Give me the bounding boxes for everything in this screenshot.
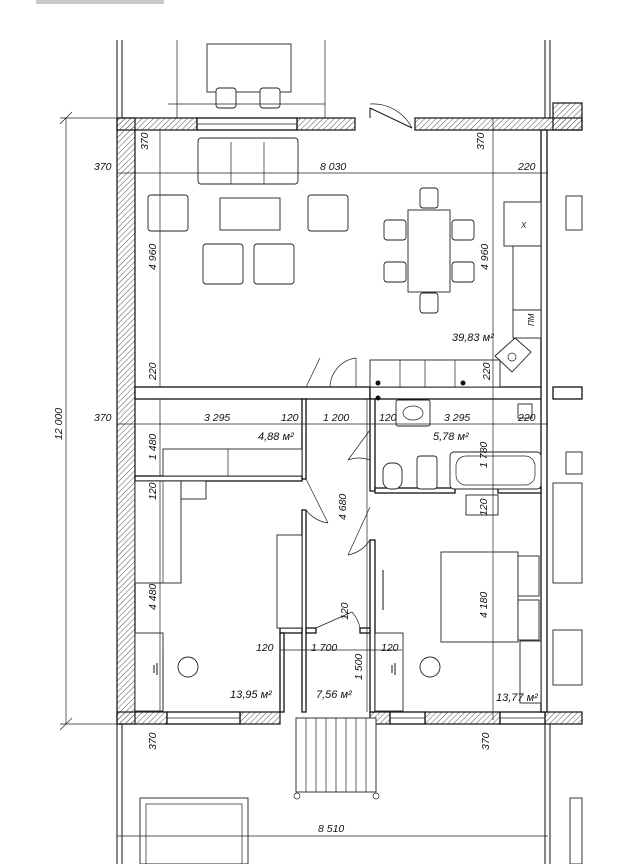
sofa [197,137,299,185]
dim-door-width: 1 200 [323,412,349,424]
top-terrace [36,0,551,118]
double-bed [440,551,519,643]
dimension-labels: 370 370 370 8 030 220 4 960 4 960 220 22… [53,132,536,835]
toilet [382,462,403,490]
bathroom-fixtures [375,380,542,490]
dim-partition-right: 220 [481,362,493,381]
dim-living-height-right: 4 960 [479,244,491,270]
dim-right-partition-top: 220 [517,161,536,173]
desk [134,632,164,712]
dim-bedroom-right-height: 4 180 [478,592,490,618]
dining-table [407,209,451,293]
dimension-lines [59,111,548,837]
dim-living-width: 8 030 [320,161,346,173]
kitchen-sink [494,337,532,373]
dim-top-wall-right: 370 [475,132,487,150]
office-chair [177,656,199,678]
windows [166,117,546,725]
dim-total-height: 12 000 [53,408,65,440]
armchair [202,243,244,285]
dishwasher [512,309,542,339]
entrance-stairs [116,717,380,864]
area-bedroom-left: 13,95 м² [230,689,272,701]
dim-left-wall-mid: 370 [94,412,112,424]
bedroom-right [374,494,542,712]
armchair [307,194,349,232]
dim-partition-120-hall-left: 120 [256,642,274,654]
bedroom-left [134,480,303,712]
bathtub [449,451,542,490]
dim-top-wall-left: 370 [139,132,151,150]
armchair [253,243,295,285]
area-bathroom: 5,78 м² [433,431,469,443]
dim-corridor-length: 4 680 [337,494,349,520]
dim-bath-width: 3 295 [444,412,470,424]
area-storage: 4,88 м² [258,431,294,443]
dim-hall-depth: 1 500 [353,654,365,680]
dim-partition-120-vert: 120 [339,602,351,620]
interior-walls [134,129,548,713]
terrace-table [206,43,292,93]
coffee-table [219,197,281,231]
dim-partition-120-a: 120 [281,412,299,424]
area-bedroom-right: 13,77 м² [496,692,538,704]
dim-partition-left: 220 [147,362,159,381]
neighbor-unit [544,102,583,864]
dishwasher-label: ПМ [527,313,536,326]
dim-partition-120-b: 120 [379,412,397,424]
fridge [503,201,542,247]
washbasin [395,399,431,427]
dim-total-width: 8 510 [318,823,344,835]
exterior-walls [116,117,583,725]
terrace-chair [259,87,281,109]
dim-bottom-wall-left: 370 [147,732,159,750]
dim-hall-width: 1 700 [311,642,337,654]
dim-partition-220-mid: 220 [517,412,536,424]
fridge-label: X [520,221,527,230]
terrace-chair [215,87,237,109]
dim-bedroom-left-height: 4 480 [147,584,159,610]
entrance-door [369,103,413,129]
dim-partition-120-hall-right: 120 [381,642,399,654]
living-furniture: X ПМ [147,137,542,388]
dim-left-wall-top: 370 [94,161,112,173]
dim-partition-120-right: 120 [478,498,490,516]
dim-bottom-wall-right: 370 [480,732,492,750]
area-hall: 7,56 м² [316,689,352,701]
office-chair [419,656,441,678]
dim-living-height-left: 4 960 [147,244,159,270]
desk [374,632,404,712]
dim-storage-depth: 1 480 [147,434,159,460]
interior-doors [305,357,371,629]
dim-partition-120-left: 120 [147,482,159,500]
bidet [416,455,438,490]
storage-room [162,448,303,477]
armchair [147,194,189,232]
dim-corridor-left-width: 3 295 [204,412,230,424]
dim-bath-depth: 1 780 [478,442,490,468]
area-living: 39,83 м² [452,332,494,344]
room-areas: 39,83 м² 4,88 м² 5,78 м² 13,95 м² 7,56 м… [230,332,538,704]
